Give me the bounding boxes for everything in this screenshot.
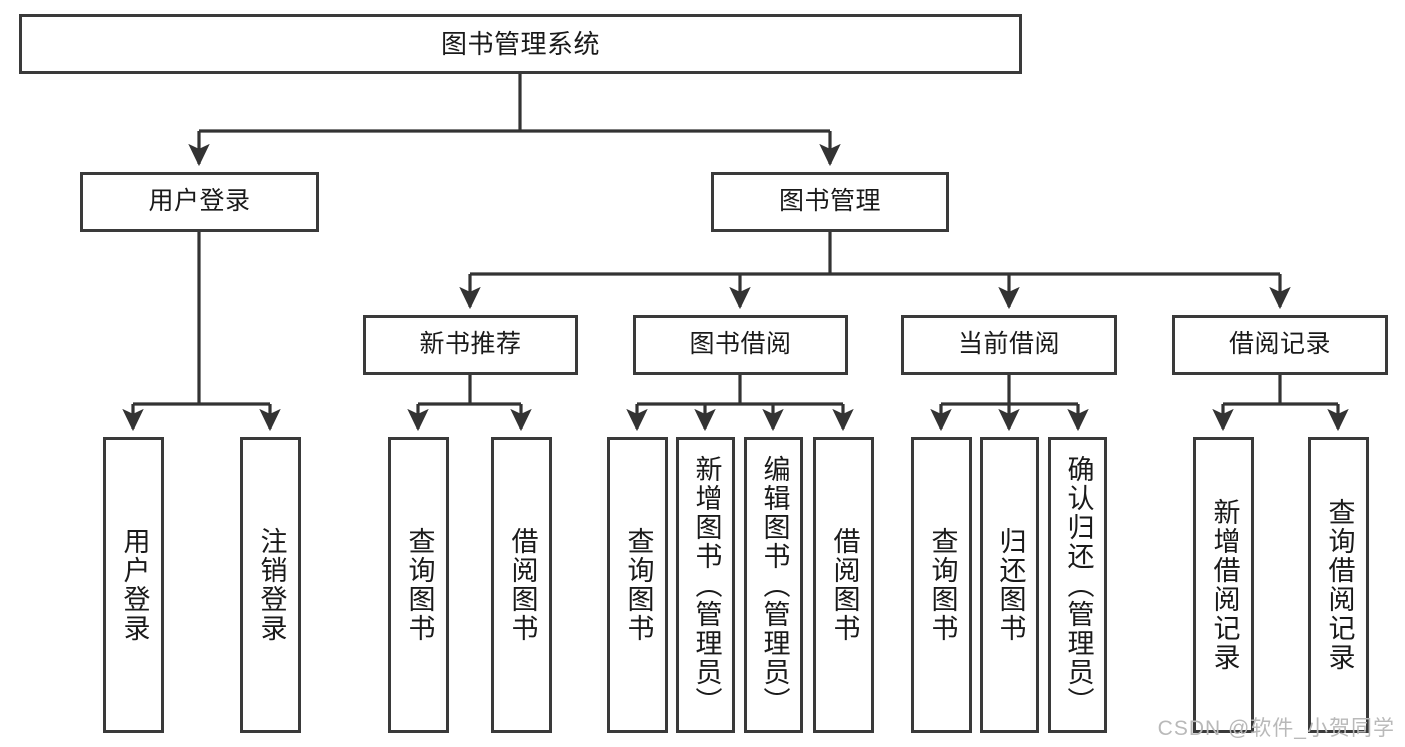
leaf-return-book[interactable]: 归还图书 (980, 437, 1039, 733)
node-label: 查询图书 (404, 527, 435, 643)
leaf-user-login[interactable]: 用户登录 (103, 437, 164, 733)
leaf-query-book-1[interactable]: 查询图书 (388, 437, 449, 733)
leaf-logout[interactable]: 注销登录 (240, 437, 301, 733)
watermark: CSDN @软件_小贺同学 (1157, 717, 1395, 740)
leaf-add-book[interactable]: 新增图书（管理员） (676, 437, 735, 733)
leaf-query-record[interactable]: 查询借阅记录 (1308, 437, 1369, 733)
node-label: 归还图书 (995, 527, 1026, 643)
node-book-manage[interactable]: 图书管理 (711, 172, 949, 232)
node-label: 图书借阅 (689, 330, 792, 359)
node-current-borrow[interactable]: 当前借阅 (901, 315, 1117, 375)
node-label: 用户登录 (148, 187, 251, 216)
node-borrow-record[interactable]: 借阅记录 (1172, 315, 1388, 375)
node-label: 查询图书 (623, 527, 654, 643)
leaf-edit-book[interactable]: 编辑图书（管理员） (744, 437, 803, 733)
leaf-borrow-book-1[interactable]: 借阅图书 (491, 437, 552, 733)
node-label: 查询图书 (927, 527, 958, 643)
leaf-borrow-book-2[interactable]: 借阅图书 (813, 437, 874, 733)
leaf-add-record[interactable]: 新增借阅记录 (1193, 437, 1254, 733)
node-label: 当前借阅 (957, 330, 1060, 359)
node-label: 注销登录 (256, 527, 287, 643)
leaf-confirm-return[interactable]: 确认归还（管理员） (1048, 437, 1107, 733)
node-label: 图书管理 (778, 187, 881, 216)
node-root[interactable]: 图书管理系统 (19, 14, 1022, 74)
node-label: 查询借阅记录 (1324, 498, 1355, 672)
leaf-query-book-3[interactable]: 查询图书 (911, 437, 972, 733)
node-label: 图书管理系统 (440, 28, 600, 59)
node-label: 确认归还（管理员） (1063, 454, 1094, 716)
node-label: 用户登录 (119, 527, 150, 643)
node-label: 新增借阅记录 (1209, 498, 1240, 672)
node-book-borrow[interactable]: 图书借阅 (633, 315, 848, 375)
node-label: 借阅图书 (829, 527, 860, 643)
node-label: 借阅记录 (1228, 330, 1331, 359)
node-new-book-rec[interactable]: 新书推荐 (363, 315, 578, 375)
node-user-login[interactable]: 用户登录 (80, 172, 319, 232)
node-label: 借阅图书 (507, 527, 538, 643)
node-label: 编辑图书（管理员） (759, 454, 790, 716)
leaf-query-book-2[interactable]: 查询图书 (607, 437, 668, 733)
node-label: 新增图书（管理员） (691, 454, 722, 716)
node-label: 新书推荐 (419, 330, 522, 359)
